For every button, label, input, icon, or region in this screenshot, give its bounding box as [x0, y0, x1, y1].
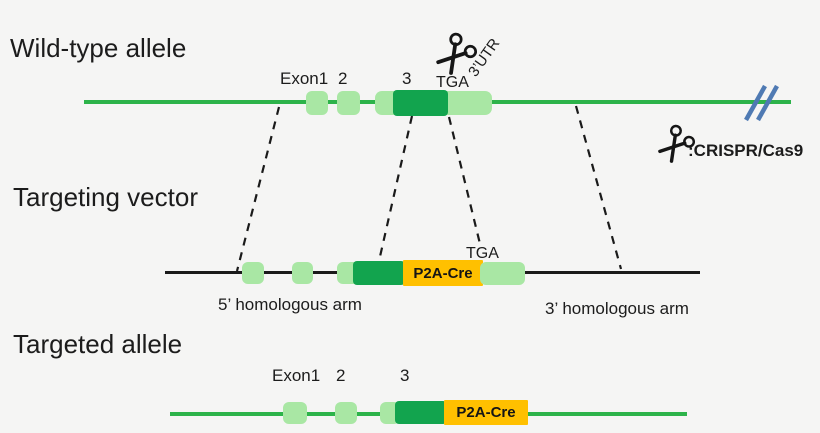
- ta-exon2-box: [335, 402, 357, 424]
- wt-tga-label: TGA: [436, 74, 469, 91]
- three-prime-arm-label: 3’ homologous arm: [545, 299, 689, 318]
- wt-exon2-box: [337, 91, 360, 115]
- homology-dash-right: [574, 105, 623, 270]
- wt-exon3-label: 3: [402, 69, 412, 88]
- tv-tga-label: TGA: [466, 245, 499, 262]
- wt-exon1-label: Exon1: [280, 69, 329, 88]
- five-prime-arm-label: 5’ homologous arm: [218, 295, 362, 314]
- crispr-legend-label: :CRISPR/Cas9: [688, 141, 804, 160]
- wt-exon2-label: 2: [338, 69, 348, 88]
- ta-exon2-label: 2: [336, 366, 346, 385]
- targeting-vector-title: Targeting vector: [13, 182, 198, 212]
- ta-exon1-box: [283, 402, 307, 424]
- tv-exon3-cds-box: [353, 261, 405, 285]
- tv-exon2-box: [292, 262, 313, 284]
- tv-p2a-cre-cassette: P2A-Cre: [403, 260, 483, 286]
- exon3-dash-right: [447, 116, 483, 249]
- tv-utr3-box: [480, 262, 525, 285]
- tv-exon1-box: [242, 262, 264, 284]
- ta-exon1-label: Exon1: [272, 366, 321, 385]
- wt-exon1-box: [306, 91, 328, 115]
- wt-exon3-cds-box: [393, 90, 448, 116]
- ta-exon3-label: 3: [400, 366, 410, 385]
- homology-dash-left: [235, 106, 281, 272]
- crispr-scissors-icon: [649, 117, 706, 174]
- ta-p2a-cre-cassette: P2A-Cre: [444, 400, 528, 425]
- wild-type-allele-title: Wild-type allele: [10, 33, 187, 63]
- cut-site-scissors-icon: [426, 24, 489, 86]
- exon3-dash-left: [377, 115, 414, 262]
- targeted-allele-title: Targeted allele: [13, 329, 183, 359]
- double-slash-break-icon: [744, 84, 779, 122]
- ta-exon3-cds-box: [395, 401, 447, 424]
